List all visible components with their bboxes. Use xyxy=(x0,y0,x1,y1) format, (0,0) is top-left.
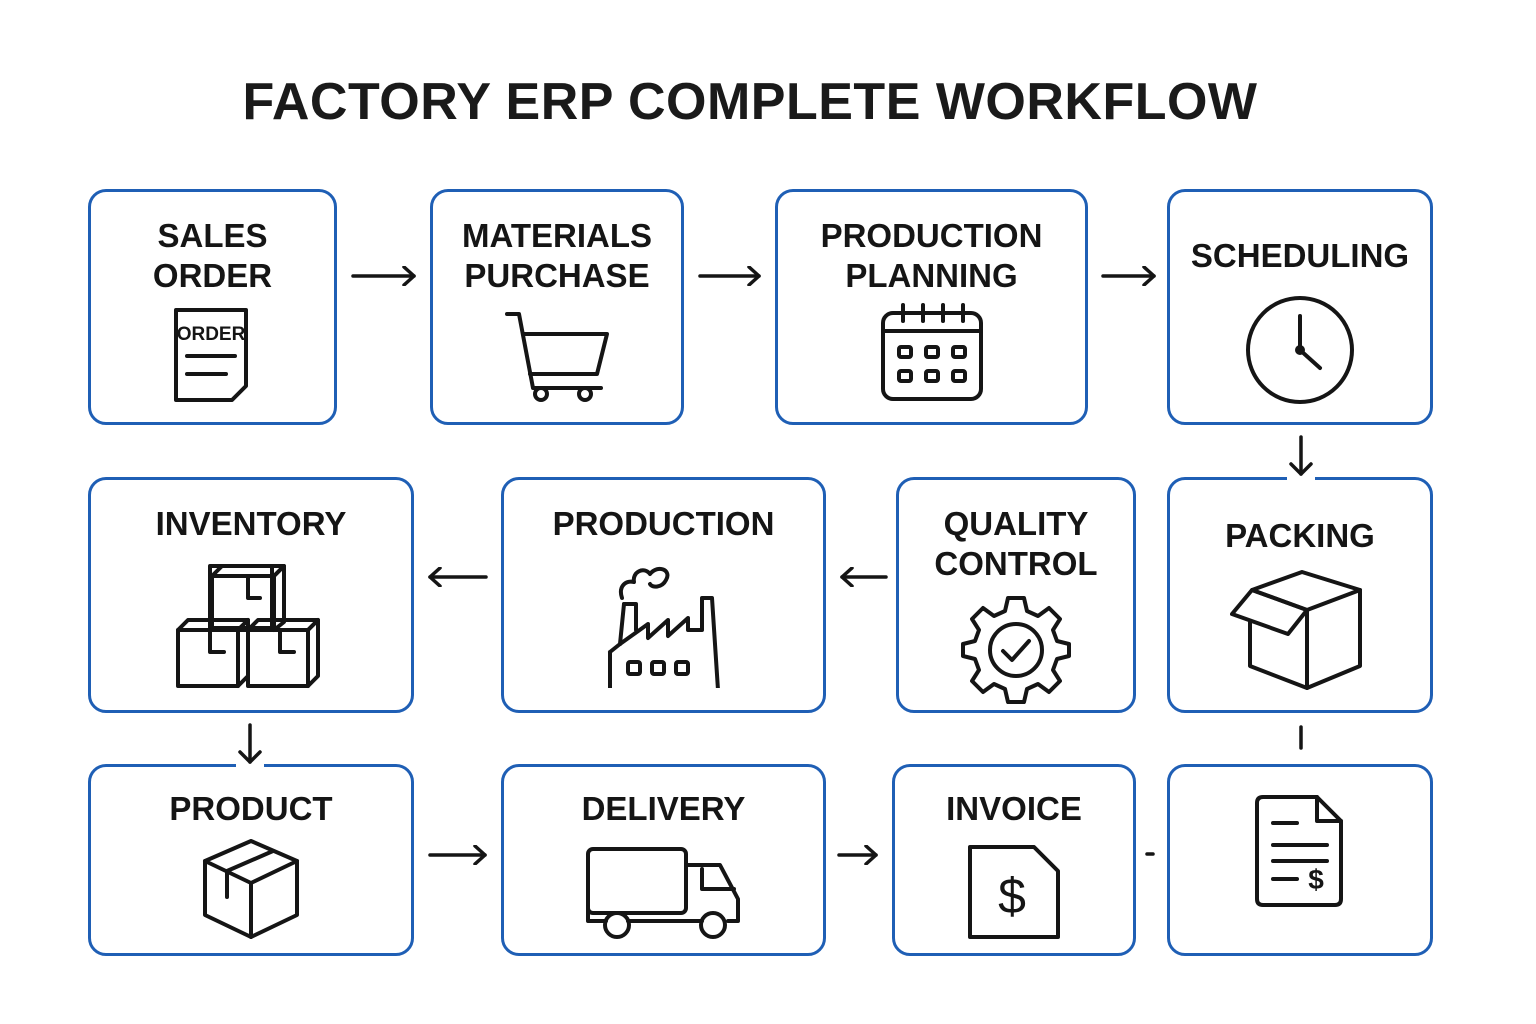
node-scheduling: SCHEDULING xyxy=(1167,189,1433,425)
node-production-planning: PRODUCTION PLANNING xyxy=(775,189,1088,425)
arrow-production-to-inventory xyxy=(428,567,488,587)
node-label: INVENTORY xyxy=(155,505,347,542)
node-label: DELIVERY xyxy=(581,790,746,827)
arrow-delivery-to-invoice xyxy=(837,845,878,865)
order-document-icon: ORDER xyxy=(173,308,248,402)
shopping-cart-icon xyxy=(505,312,609,402)
svg-text:$: $ xyxy=(998,868,1026,924)
node-invoice: INVOICE $ xyxy=(892,764,1136,956)
node-materials-purchase: MATERIALS PURCHASE xyxy=(430,189,684,425)
node-payment-document: $ xyxy=(1167,764,1433,956)
node-label: PRODUCTION xyxy=(552,505,775,542)
arrow-sales-to-materials xyxy=(351,266,416,286)
node-inventory: INVENTORY xyxy=(88,477,414,713)
node-label: SCHEDULING xyxy=(1190,237,1410,274)
node-label: SALES ORDER xyxy=(152,217,273,294)
calendar-icon xyxy=(880,303,983,401)
arrow-quality-to-production xyxy=(840,567,888,587)
factory-icon xyxy=(607,566,720,688)
clock-icon xyxy=(1246,296,1354,404)
package-icon xyxy=(203,839,299,939)
node-quality-control: QUALITY CONTROL xyxy=(896,477,1136,713)
connector-gap xyxy=(236,761,264,769)
node-sales-order: SALES ORDER ORDER xyxy=(88,189,337,425)
node-label: PRODUCTION PLANNING xyxy=(820,217,1043,294)
invoice-dollar-icon: $ xyxy=(968,845,1060,939)
billing-document-icon: $ xyxy=(1255,795,1343,907)
truck-icon xyxy=(585,847,740,939)
arrow-product-to-delivery xyxy=(428,845,487,865)
open-box-icon xyxy=(1230,570,1362,690)
node-label: PRODUCT xyxy=(169,790,333,827)
node-label: QUALITY CONTROL xyxy=(934,505,1098,582)
diagram-title: FACTORY ERP COMPLETE WORKFLOW xyxy=(242,73,1258,131)
stacked-boxes-icon xyxy=(176,564,320,688)
connector-packing-to-payment xyxy=(1299,725,1303,750)
arrow-scheduling-to-packing xyxy=(1289,435,1313,476)
node-label: PACKING xyxy=(1225,517,1375,554)
arrow-materials-to-planning xyxy=(698,266,761,286)
gear-check-icon xyxy=(961,596,1071,704)
svg-text:$: $ xyxy=(1308,864,1324,895)
arrow-planning-to-scheduling xyxy=(1101,266,1156,286)
node-label: MATERIALS PURCHASE xyxy=(461,217,653,294)
node-delivery: DELIVERY xyxy=(501,764,826,956)
connector-gap xyxy=(1287,474,1315,482)
arrow-inventory-to-product xyxy=(238,723,262,764)
svg-text:ORDER: ORDER xyxy=(176,324,245,345)
node-packing: PACKING xyxy=(1167,477,1433,713)
connector-invoice-to-payment xyxy=(1145,852,1155,856)
node-product: PRODUCT xyxy=(88,764,414,956)
node-label: INVOICE xyxy=(946,790,1082,827)
node-production: PRODUCTION xyxy=(501,477,826,713)
